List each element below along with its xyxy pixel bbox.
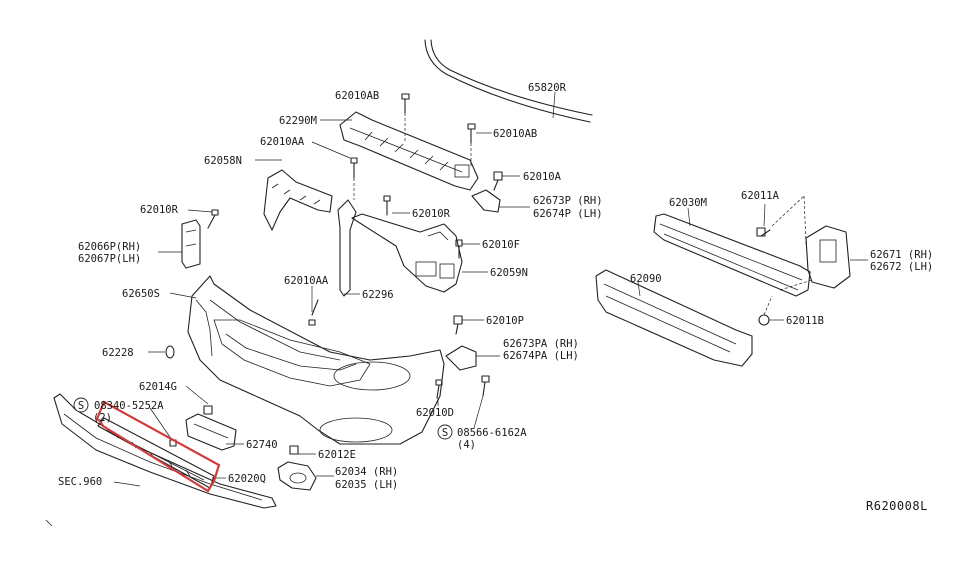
plug-62228 xyxy=(148,345,175,359)
label-62673P: 62673P (RH) xyxy=(533,195,603,207)
label-62740: 62740 xyxy=(246,439,278,451)
screw-62010AB-top xyxy=(401,93,410,142)
clip-62012E xyxy=(289,445,316,455)
screw-62010D xyxy=(435,379,443,406)
label-62228: 62228 xyxy=(102,347,134,359)
label-08566: 08566-6162A xyxy=(457,427,527,439)
label-62010D: 62010D xyxy=(416,407,454,419)
label-62650S: 62650S xyxy=(122,288,160,300)
label-62058N: 62058N xyxy=(204,155,242,167)
label-62035: 62035 (LH) xyxy=(335,479,398,491)
bumper-fascia-drawing xyxy=(169,275,445,445)
screw-08566 xyxy=(473,375,490,429)
label-62674PA: 62674PA (LH) xyxy=(503,350,579,362)
under-cover-sec960-drawing xyxy=(53,393,277,509)
label-62290M: 62290M xyxy=(279,115,317,127)
fastener-62014G xyxy=(185,385,213,415)
s-symbol-08566: S xyxy=(442,427,448,439)
screw-62010R-mid xyxy=(383,195,410,216)
left-side-bracket-drawing xyxy=(255,159,333,231)
screw-62010AB-right xyxy=(467,123,492,168)
s-symbol-circle-08340 xyxy=(73,397,89,413)
bolt-62011A xyxy=(756,195,807,245)
plate-bracket-62740-drawing xyxy=(185,413,244,451)
label-62030M: 62030M xyxy=(669,197,707,209)
label-62010R-mid: 62010R xyxy=(412,208,451,220)
label-62673PA: 62673PA (RH) xyxy=(503,338,579,350)
label-62010R-left: 62010R xyxy=(140,204,179,216)
s-symbol-08340: S xyxy=(78,400,84,412)
label-62296: 62296 xyxy=(362,289,394,301)
label-sec960: SEC.960 xyxy=(58,476,102,488)
clip-62010P xyxy=(453,315,484,335)
label-08340-qty: (2) xyxy=(93,412,112,424)
highlight-62020Q xyxy=(95,400,221,493)
label-62011B: 62011B xyxy=(786,315,824,327)
reference-code: R620008L xyxy=(866,499,928,513)
label-62034: 62034 (RH) xyxy=(335,466,398,478)
upper-retainer-drawing xyxy=(320,111,479,191)
screw-62010R-left xyxy=(187,209,219,229)
label-62010AA-mid: 62010AA xyxy=(284,275,329,287)
clip-62010A xyxy=(493,171,520,191)
s-symbol-circle-08566 xyxy=(437,424,453,440)
side-bracket-62066P-drawing xyxy=(158,219,201,269)
label-62010AB-right: 62010AB xyxy=(493,128,537,140)
label-62012E: 62012E xyxy=(318,449,356,461)
label-62066P: 62066P(RH) xyxy=(78,241,141,253)
corner-mark xyxy=(45,519,53,527)
label-62010AB-top: 62010AB xyxy=(335,90,379,102)
label-08566-qty: (4) xyxy=(457,439,476,451)
bolt-62011B xyxy=(758,295,784,326)
energy-absorber-drawing xyxy=(595,269,753,367)
label-62010AA-top: 62010AA xyxy=(260,136,305,148)
bracket-62673P-drawing xyxy=(471,189,530,213)
label-62671: 62671 (RH) xyxy=(870,249,933,261)
screw-62010AA-top xyxy=(311,141,358,200)
label-62674P: 62674P (LH) xyxy=(533,208,603,220)
label-62672: 62672 (LH) xyxy=(870,261,933,273)
label-62011A: 62011A xyxy=(741,190,780,202)
molding-strip-drawing xyxy=(424,39,593,123)
label-62059N: 62059N xyxy=(490,267,528,279)
screw-62010AA-mid xyxy=(308,286,319,326)
fog-finisher-62034-drawing xyxy=(277,461,334,491)
label-62010P: 62010P xyxy=(486,315,524,327)
label-65820R: 65820R xyxy=(528,82,567,94)
label-62010F: 62010F xyxy=(482,239,520,251)
side-member-bracket-62671-drawing xyxy=(779,225,868,291)
vertical-stay-drawing xyxy=(337,199,360,297)
label-62010A: 62010A xyxy=(523,171,562,183)
clip-62010F xyxy=(455,239,480,259)
bracket-62673PA-drawing xyxy=(445,345,500,371)
label-62014G: 62014G xyxy=(139,381,177,393)
label-08340: 08340-5252A xyxy=(94,400,164,412)
reinforcement-beam-drawing xyxy=(653,207,811,297)
label-62067P: 62067P(LH) xyxy=(78,253,141,265)
right-side-bracket-drawing xyxy=(351,213,488,293)
label-62090: 62090 xyxy=(630,273,662,285)
label-62020Q: 62020Q xyxy=(228,473,266,485)
